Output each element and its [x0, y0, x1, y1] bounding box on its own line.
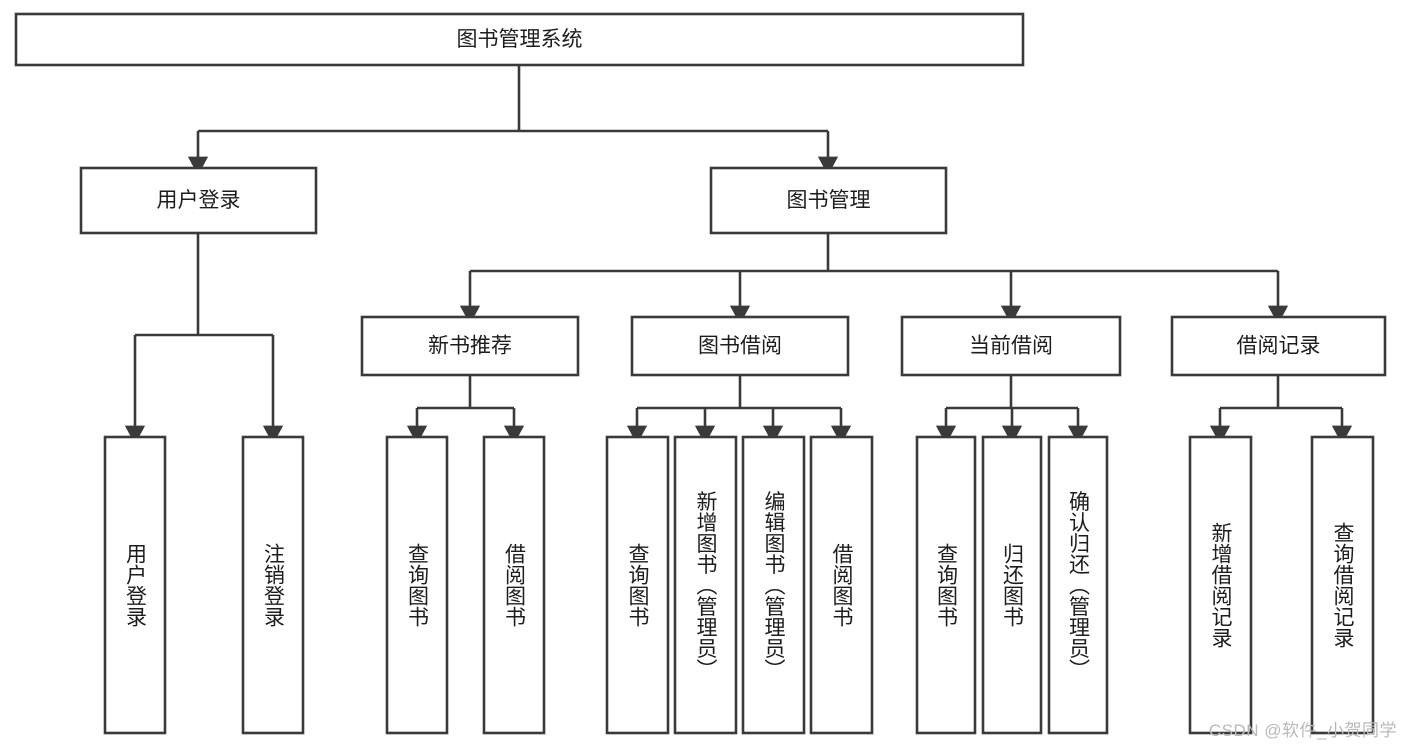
connector-layer [124, 65, 1353, 445]
node-box[interactable] [103, 435, 167, 735]
node-box[interactable] [1047, 435, 1109, 735]
node-current-borrow[interactable]: 当前借阅 [900, 315, 1122, 377]
node-label: 图书管理 [787, 189, 871, 212]
node-box[interactable] [241, 435, 305, 735]
node-box[interactable] [1188, 435, 1253, 735]
connector-l2-to-leaf-login [124, 233, 284, 445]
node-label: 编辑图书（管理员） [762, 491, 786, 680]
node-leaf-query-book-3[interactable]: 查询图书 [915, 435, 977, 735]
node-label: 查询借阅记录 [1331, 522, 1355, 648]
connector-l3d-to-leaves [1209, 375, 1353, 445]
node-box[interactable] [1310, 435, 1375, 735]
node-leaf-query-book-2[interactable]: 查询图书 [605, 435, 670, 735]
node-label: 借阅记录 [1237, 335, 1321, 358]
node-box[interactable] [605, 435, 670, 735]
node-leaf-query-book-1[interactable]: 查询图书 [385, 435, 449, 735]
node-leaf-query-record[interactable]: 查询借阅记录 [1310, 435, 1375, 735]
node-leaf-edit-book[interactable]: 编辑图书（管理员） [741, 435, 806, 735]
node-box[interactable] [981, 435, 1043, 735]
node-label: 用户登录 [157, 189, 241, 212]
node-label: 借阅图书 [503, 543, 527, 627]
node-box[interactable] [360, 315, 580, 377]
node-leaf-user-login[interactable]: 用户登录 [103, 435, 167, 735]
node-book-borrow[interactable]: 图书借阅 [630, 315, 850, 377]
connector-root-to-l2 [187, 65, 839, 176]
node-label: 新书推荐 [428, 335, 512, 358]
node-label: 查询图书 [406, 543, 430, 627]
node-label: 归还图书 [1001, 543, 1025, 627]
node-label: 新增借阅记录 [1209, 522, 1233, 648]
node-leaf-borrow-book-1[interactable]: 借阅图书 [482, 435, 546, 735]
node-box[interactable] [630, 315, 850, 377]
node-new-book-rec[interactable]: 新书推荐 [360, 315, 580, 377]
node-layer: 图书管理系统用户登录图书管理新书推荐图书借阅当前借阅借阅记录用户登录注销登录查询… [14, 12, 1387, 735]
node-leaf-add-book[interactable]: 新增图书（管理员） [673, 435, 738, 735]
node-label: 用户登录 [124, 543, 148, 627]
node-box[interactable] [482, 435, 546, 735]
node-label: 查询图书 [935, 543, 959, 627]
node-leaf-add-record[interactable]: 新增借阅记录 [1188, 435, 1253, 735]
node-user-login[interactable]: 用户登录 [79, 166, 318, 235]
connector-l3b-to-leaves [626, 375, 852, 445]
node-box[interactable] [385, 435, 449, 735]
node-box[interactable] [1170, 315, 1387, 377]
node-label: 图书管理系统 [457, 28, 583, 51]
node-leaf-borrow-book-2[interactable]: 借阅图书 [809, 435, 874, 735]
connector-l3c-to-leaves [935, 375, 1089, 445]
node-label: 查询图书 [626, 543, 650, 627]
node-label: 图书借阅 [698, 335, 782, 358]
node-borrow-record[interactable]: 借阅记录 [1170, 315, 1387, 377]
connector-l2-to-l3 [459, 233, 1289, 325]
node-box[interactable] [809, 435, 874, 735]
node-box[interactable] [79, 166, 318, 235]
node-box[interactable] [709, 166, 948, 235]
node-root[interactable]: 图书管理系统 [14, 12, 1025, 67]
node-box[interactable] [673, 435, 738, 735]
node-box[interactable] [741, 435, 806, 735]
node-label: 确认归还（管理员） [1067, 491, 1091, 680]
node-box[interactable] [900, 315, 1122, 377]
node-leaf-logout[interactable]: 注销登录 [241, 435, 305, 735]
node-label: 注销登录 [262, 543, 286, 627]
connector-l3a-to-leaves [406, 375, 525, 445]
node-book-manage[interactable]: 图书管理 [709, 166, 948, 235]
node-box[interactable] [14, 12, 1025, 67]
node-label: 新增图书（管理员） [694, 491, 718, 680]
node-box[interactable] [915, 435, 977, 735]
node-leaf-confirm-return[interactable]: 确认归还（管理员） [1047, 435, 1109, 735]
node-label: 当前借阅 [969, 335, 1053, 358]
node-label: 借阅图书 [830, 543, 854, 627]
node-leaf-return-book[interactable]: 归还图书 [981, 435, 1043, 735]
